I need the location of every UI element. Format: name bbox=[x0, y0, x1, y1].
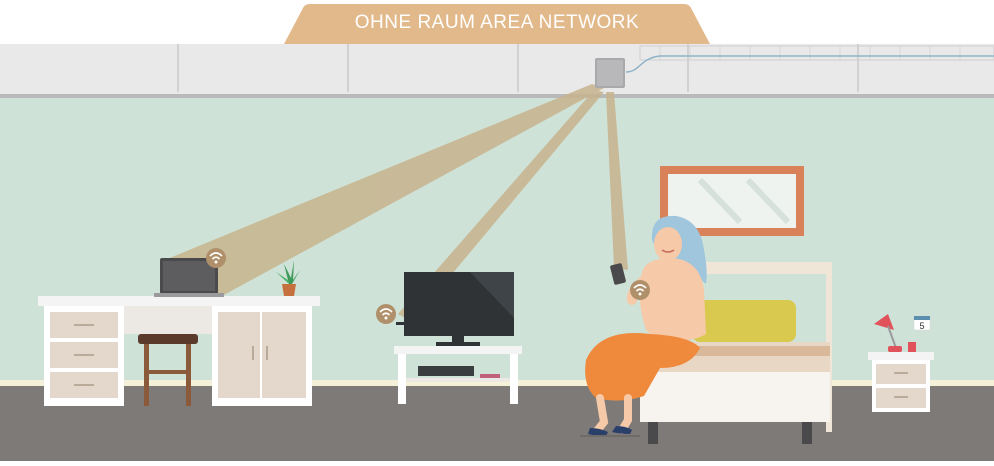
television bbox=[404, 272, 514, 346]
ceiling-edge bbox=[0, 94, 994, 98]
wifi-icon bbox=[630, 280, 650, 300]
ceiling bbox=[0, 44, 994, 96]
wifi-icon bbox=[206, 248, 226, 268]
ceiling-access-point-icon bbox=[595, 58, 625, 88]
floor bbox=[0, 386, 994, 461]
nightstand bbox=[868, 352, 934, 412]
calendar-day: 5 bbox=[919, 321, 924, 331]
cup bbox=[908, 342, 916, 352]
page-title: OHNE RAUM AREA NETWORK bbox=[0, 12, 994, 34]
calendar: 5 bbox=[914, 316, 930, 331]
